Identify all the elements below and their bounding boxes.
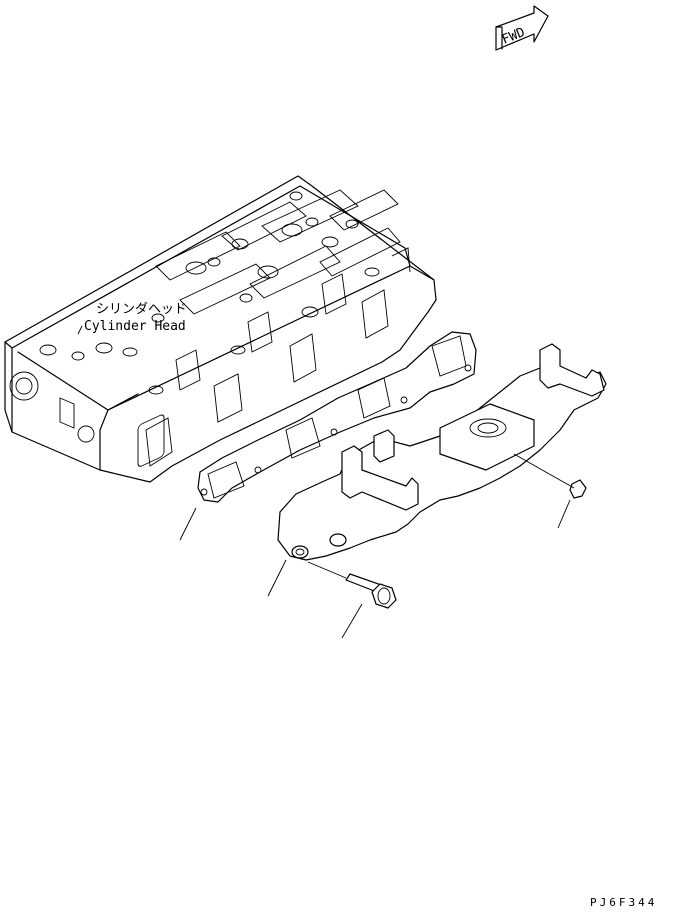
fwd-arrow-icon: FWD — [495, 5, 549, 51]
flange-bolt — [307, 561, 397, 639]
cylinder-head-callout: シリンダヘッド Cylinder Head — [77, 302, 187, 335]
head-label-en: Cylinder Head — [84, 319, 186, 334]
small-bolt — [513, 453, 587, 529]
exhaust-manifold — [267, 343, 607, 597]
head-label-jp: シリンダヘッド — [96, 302, 187, 317]
cylinder-head — [4, 175, 437, 483]
exhaust-gasket — [179, 331, 477, 541]
fwd-label: FWD — [500, 25, 528, 48]
drawing-code: PJ6F344 — [590, 896, 657, 909]
